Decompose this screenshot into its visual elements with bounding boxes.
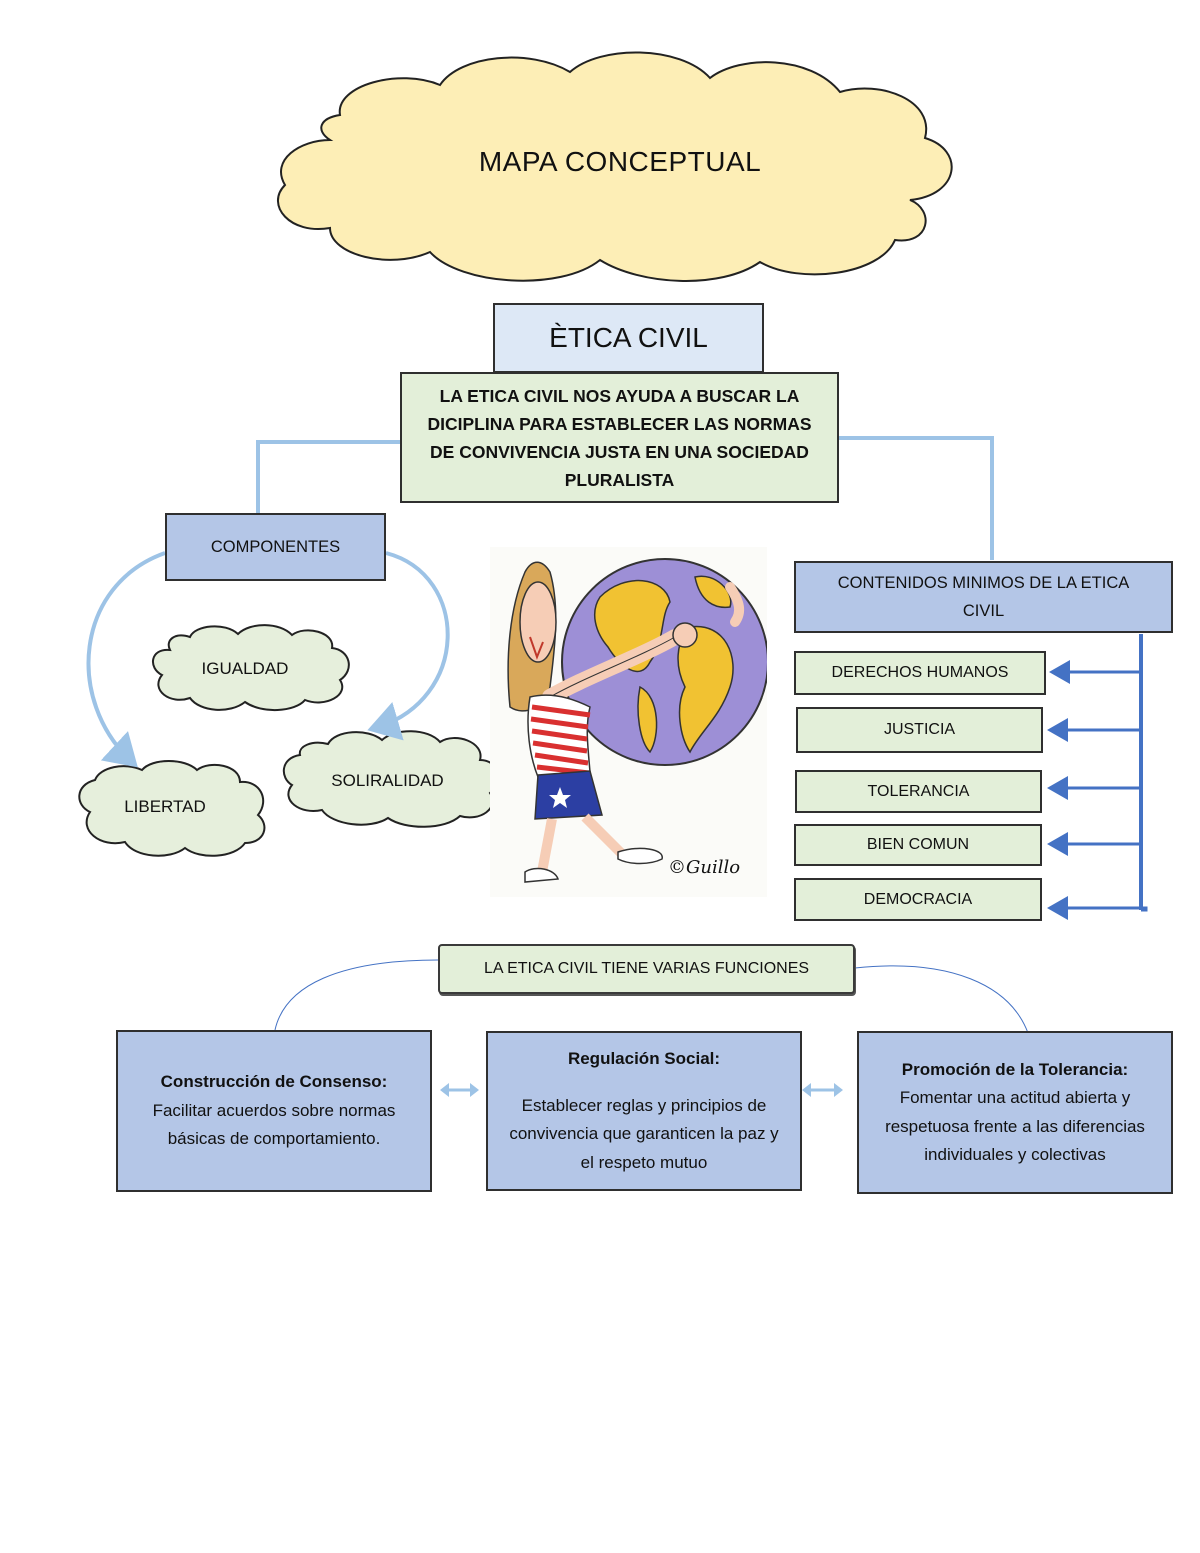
arrow-to-soliralidad: [367, 551, 450, 741]
illustration-signature: ©Guillo: [668, 857, 741, 878]
main-title: ÈTICA CIVIL: [493, 303, 764, 373]
cloud-igualdad-shape: [152, 624, 350, 712]
functions-header: LA ETICA CIVIL TIENE VARIAS FUNCIONES: [438, 944, 855, 994]
arrow-to-libertad: [86, 551, 166, 768]
function-text: Establecer reglas y principios de conviv…: [509, 1095, 779, 1172]
cloud-libertad-shape: [78, 760, 266, 857]
cloud-igualdad: IGUALDAD: [201, 659, 289, 678]
definition-box: LA ETICA CIVIL NOS AYUDA A BUSCAR LA DIC…: [400, 372, 839, 503]
contenido-item: BIEN COMUN: [794, 824, 1042, 866]
double-arrow-right: [802, 1083, 843, 1097]
contenidos-box: CONTENIDOS MINIMOS DE LA ETICA CIVIL: [794, 561, 1173, 633]
function-box-regulacion: Regulación Social: Establecer reglas y p…: [486, 1031, 802, 1191]
double-arrow-left: [440, 1083, 479, 1097]
function-box-consenso: Construcción de Consenso: Facilitar acue…: [116, 1030, 432, 1192]
connector-func-right: [854, 965, 1029, 1034]
function-title: Construcción de Consenso:: [160, 1072, 388, 1092]
contenido-item: TOLERANCIA: [795, 770, 1042, 813]
contenidos-bracket: [1047, 634, 1148, 920]
contenido-item: DEMOCRACIA: [794, 878, 1042, 921]
function-title: Regulación Social:: [567, 1049, 721, 1068]
title-cloud-shape: [277, 51, 953, 282]
globe-hug-illustration: ©Guillo: [490, 547, 769, 897]
contenido-item: DERECHOS HUMANOS: [794, 651, 1046, 695]
contenido-item: JUSTICIA: [796, 707, 1043, 753]
connector-func-left: [274, 959, 439, 1031]
componentes-box: COMPONENTES: [165, 513, 386, 581]
function-text: Facilitar acuerdos sobre normas básicas …: [152, 1100, 396, 1149]
connector-left: [256, 440, 400, 513]
cloud-soliralidad: SOLIRALIDAD: [331, 771, 444, 790]
title-cloud-text: MAPA CONCEPTUAL: [478, 146, 762, 177]
function-box-tolerancia: Promoción de la Tolerancia: Fomentar una…: [857, 1031, 1173, 1194]
function-text: Fomentar una actitud abierta y respetuos…: [885, 1088, 1145, 1164]
function-title: Promoción de la Tolerancia:: [901, 1059, 1129, 1079]
connector-right: [838, 436, 994, 560]
cloud-libertad: LIBERTAD: [124, 797, 206, 816]
